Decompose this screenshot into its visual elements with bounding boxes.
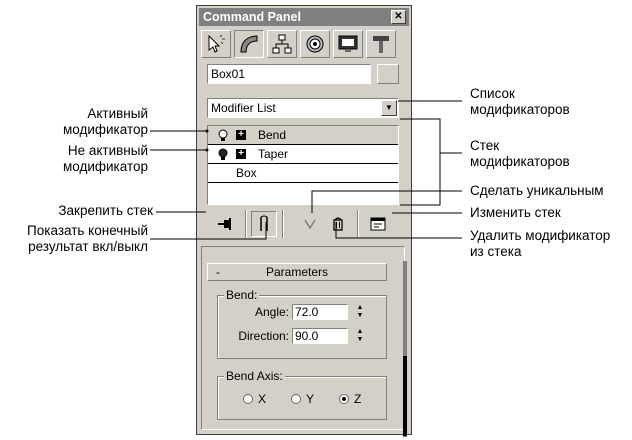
- tab-hierarchy[interactable]: [267, 30, 297, 58]
- close-button[interactable]: ✕: [391, 10, 406, 24]
- make-unique-button[interactable]: [297, 211, 323, 237]
- direction-input[interactable]: 90.0: [292, 328, 348, 344]
- callout-show-end-result: Показать конечный результат вкл/выкл: [27, 223, 148, 254]
- angle-spinner[interactable]: ▲▼: [356, 304, 364, 319]
- rollout-collapse-toggle[interactable]: -: [216, 265, 220, 279]
- pin-icon: [218, 218, 231, 230]
- toolbar-separator: [282, 210, 283, 238]
- scrollbar-track[interactable]: [403, 261, 407, 437]
- stack-item-box[interactable]: Box: [208, 164, 398, 183]
- lightbulb-on-icon[interactable]: [218, 129, 228, 142]
- object-name-field[interactable]: Box01: [207, 64, 371, 84]
- scrollbar-thumb[interactable]: [403, 356, 407, 436]
- expand-plus-icon[interactable]: +: [236, 130, 246, 140]
- tab-create[interactable]: [201, 30, 231, 58]
- direction-spinner[interactable]: ▲▼: [356, 328, 364, 343]
- angle-label: Angle:: [254, 305, 289, 319]
- command-tabs: [201, 30, 407, 60]
- axis-y-radio[interactable]: Y: [291, 392, 314, 406]
- axis-x-radio[interactable]: X: [243, 392, 266, 406]
- toolbar-separator: [357, 210, 358, 238]
- radio-circle-icon: [243, 393, 253, 404]
- group-label: Bend:: [224, 288, 260, 302]
- configure-sets-icon: [370, 217, 386, 231]
- callout-active-modifier: Активный модификатор: [62, 106, 148, 137]
- callout-pin-stack: Закрепить стек: [58, 203, 153, 218]
- callout-modifier-stack: Стек модификаторов: [470, 138, 570, 169]
- display-icon: [338, 35, 358, 52]
- tab-utilities[interactable]: [366, 30, 396, 58]
- create-arrow-icon: [208, 34, 225, 53]
- expand-plus-icon[interactable]: +: [236, 149, 246, 159]
- callout-modifier-list: Список модификаторов: [470, 86, 570, 117]
- motion-icon: [306, 35, 324, 53]
- lightbulb-off-icon[interactable]: [218, 148, 228, 161]
- stack-item-bend[interactable]: + Bend: [208, 126, 398, 145]
- callout-configure-stack: Изменить стек: [470, 205, 561, 220]
- radio-selected-icon: [339, 393, 349, 404]
- object-color-swatch[interactable]: [377, 64, 399, 84]
- end-result-icon: [260, 215, 268, 231]
- rollout-title: Parameters: [265, 265, 329, 279]
- radio-circle-icon: [291, 393, 301, 404]
- command-panel: Command Panel ✕: [196, 5, 412, 437]
- modify-curve-icon: [240, 35, 258, 53]
- pin-stack-button[interactable]: [211, 211, 237, 237]
- dropdown-arrow-icon[interactable]: ▼: [381, 100, 397, 116]
- tab-modify[interactable]: [234, 30, 264, 58]
- direction-label: Direction:: [238, 329, 289, 343]
- modifier-list-dropdown[interactable]: Modifier List ▼: [207, 98, 399, 118]
- make-unique-icon: [304, 219, 316, 230]
- callout-remove-modifier: Удалить модификатор из стека: [470, 228, 611, 259]
- callout-make-unique: Сделать уникальным: [470, 183, 604, 198]
- tab-motion[interactable]: [300, 30, 330, 58]
- callout-inactive-modifier: Не активный модификатор: [62, 143, 148, 174]
- tab-display[interactable]: [333, 30, 363, 58]
- hierarchy-icon: [272, 34, 292, 54]
- stack-item-label: Box: [236, 166, 257, 180]
- show-end-result-button[interactable]: [251, 211, 277, 237]
- panel-title: Command Panel: [203, 10, 301, 24]
- modifier-list-value: Modifier List: [211, 101, 276, 115]
- toolbar-separator: [245, 210, 246, 238]
- stack-item-label: Taper: [258, 147, 289, 161]
- title-bar: Command Panel ✕: [199, 8, 409, 26]
- stack-item-taper[interactable]: + Taper: [208, 145, 398, 164]
- bend-group: Bend:: [217, 288, 387, 359]
- angle-input[interactable]: 72.0: [292, 304, 348, 320]
- parameters-rollout-header[interactable]: - Parameters: [207, 263, 387, 281]
- axis-z-radio[interactable]: Z: [339, 392, 361, 406]
- utilities-hammer-icon: [373, 36, 389, 53]
- modifier-stack: + Bend + Taper Box: [207, 125, 399, 205]
- group-label: Bend Axis:: [224, 369, 285, 383]
- stack-item-label: Bend: [258, 128, 287, 142]
- configure-stack-button[interactable]: [365, 211, 391, 237]
- bend-axis-group: Bend Axis:: [217, 369, 387, 420]
